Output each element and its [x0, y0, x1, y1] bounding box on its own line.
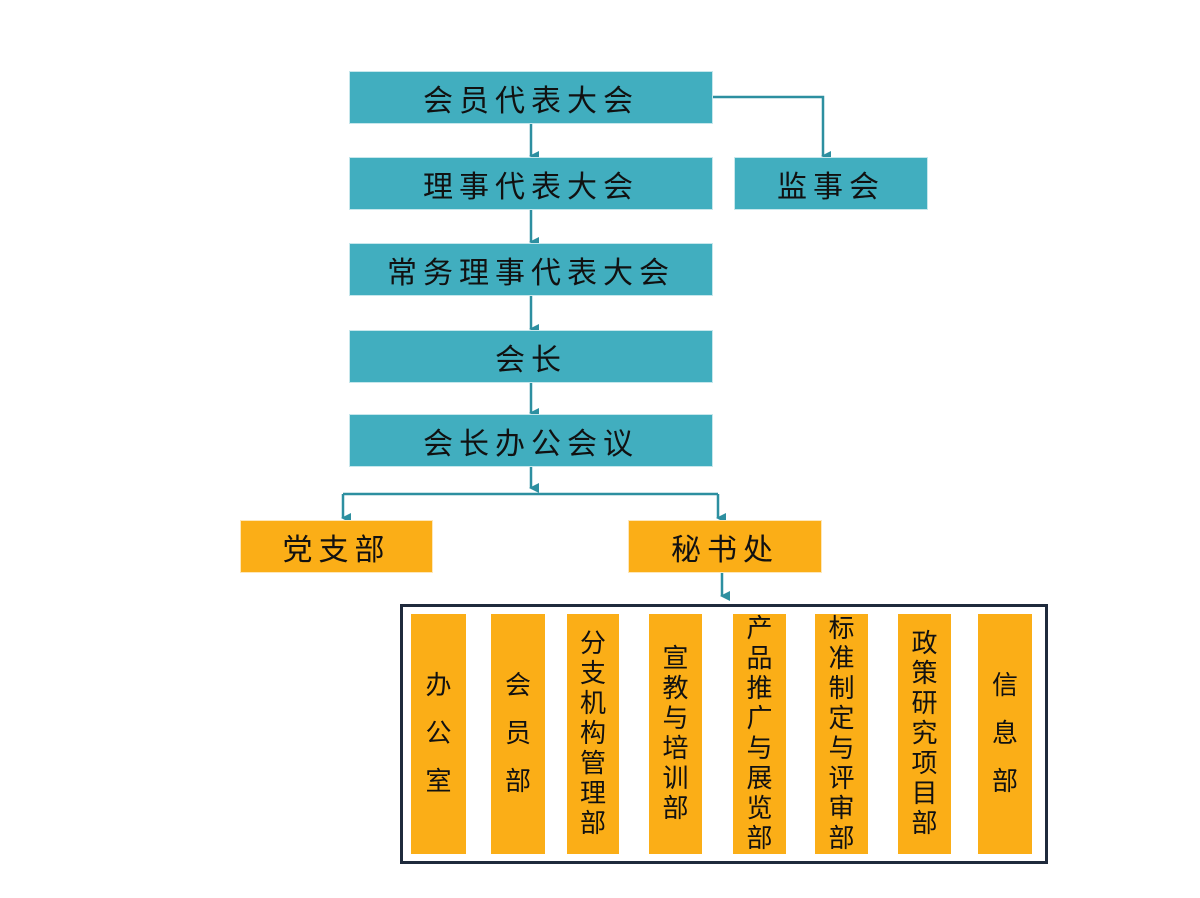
departments-frame	[400, 604, 1048, 864]
node-president: 会长	[349, 330, 713, 383]
node-supervisory-board: 监事会	[734, 157, 928, 210]
node-secretariat: 秘书处	[628, 520, 822, 573]
node-general-assembly: 会员代表大会	[349, 71, 713, 124]
node-party-branch: 党支部	[240, 520, 433, 573]
node-council: 理事代表大会	[349, 157, 713, 210]
department-2: 会员部	[491, 614, 545, 854]
department-1: 办公室	[411, 614, 466, 854]
department-3: 分支机构管理部	[567, 614, 619, 854]
department-4: 宣教与培训部	[649, 614, 702, 854]
department-8: 信息部	[978, 614, 1032, 854]
node-standing-council: 常务理事代表大会	[349, 243, 713, 296]
department-6: 标准制定与评审部	[815, 614, 868, 854]
department-7: 政策研究项目部	[898, 614, 951, 854]
node-president-office-meeting: 会长办公会议	[349, 414, 713, 467]
department-5: 产品推广与展览部	[733, 614, 786, 854]
